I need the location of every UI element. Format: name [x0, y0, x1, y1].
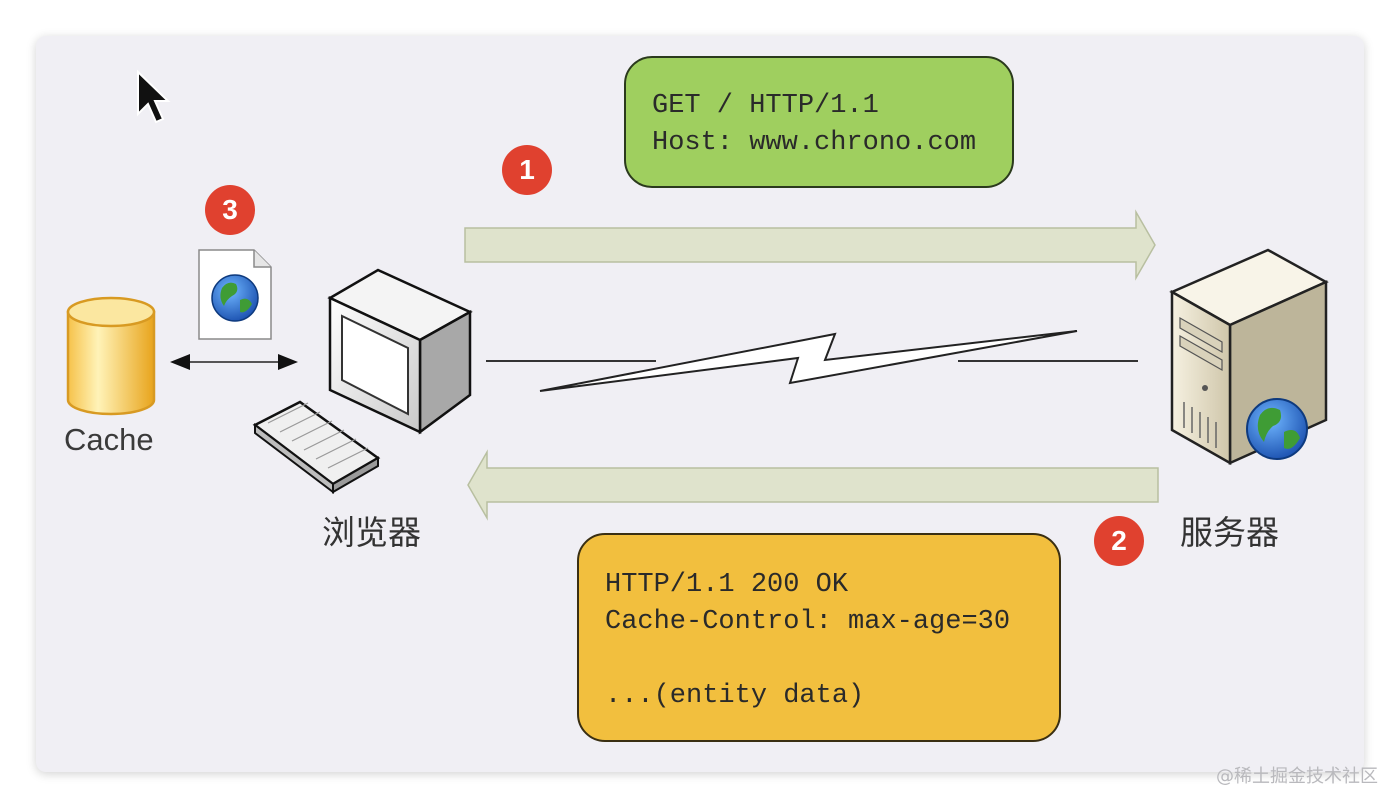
server-label: 服务器: [1180, 513, 1279, 552]
web-document-icon: [198, 249, 272, 340]
request-message-box: GET / HTTP/1.1 Host: www.chrono.com: [624, 56, 1014, 188]
step-badge-3: 3: [205, 185, 255, 235]
server-tower-icon: [1169, 248, 1329, 466]
request-arrow: [464, 209, 1156, 281]
watermark: @稀土掘金技术社区: [1216, 766, 1378, 787]
globe-icon: [1246, 398, 1308, 460]
lightning-bolt-icon: [539, 330, 1078, 392]
database-cylinder-icon: [66, 296, 156, 416]
keyboard-icon: [252, 400, 381, 495]
cache-browser-link: [170, 354, 298, 370]
response-entity-data: ...(entity data): [605, 681, 865, 711]
browser-label: 浏览器: [322, 513, 421, 552]
step-badge-1: 1: [502, 145, 552, 195]
response-cache-control-header: Cache-Control: max-age=30: [605, 607, 1011, 637]
response-status-line: HTTP/1.1 200 OK: [605, 570, 849, 600]
response-message-box: HTTP/1.1 200 OK Cache-Control: max-age=3…: [577, 533, 1061, 742]
step-badge-2: 2: [1094, 516, 1144, 566]
response-blank-line: [605, 641, 1059, 678]
globe-icon: [211, 274, 259, 322]
request-host-header: Host: www.chrono.com: [652, 128, 977, 158]
mouse-pointer-icon: [137, 69, 171, 124]
response-arrow: [467, 449, 1159, 521]
network-connection: [486, 330, 1138, 392]
cache-label: Cache: [64, 422, 154, 457]
request-line: GET / HTTP/1.1: [652, 91, 879, 121]
computer-monitor-icon: [327, 268, 473, 435]
